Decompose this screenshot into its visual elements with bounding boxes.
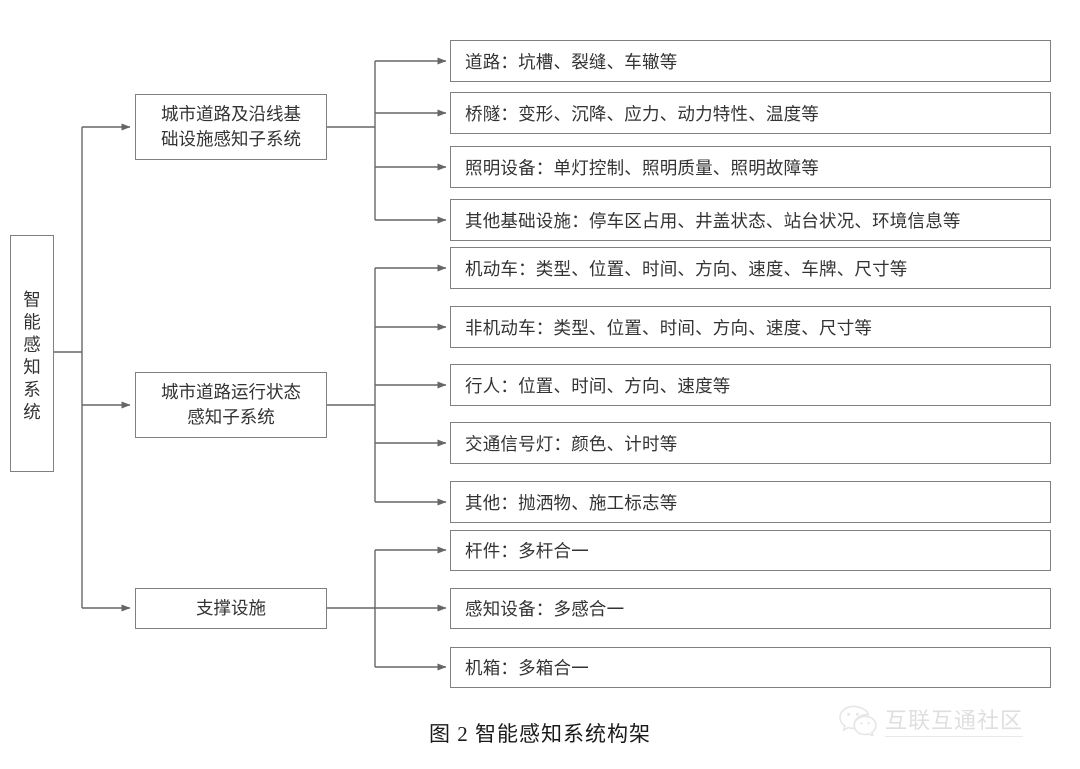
branch-node-support-label: 支撑设施 <box>196 597 266 618</box>
branch-node-infrastructure[interactable]: 城市道路及沿线基 础设施感知子系统 <box>135 94 327 160</box>
branch-node-support[interactable]: 支撑设施 <box>135 588 327 629</box>
root-node-intelligent-sensing-system[interactable]: 智能感知系统 <box>10 235 54 472</box>
leaf-node-pedestrian-label: 行人：位置、时间、方向、速度等 <box>465 375 731 396</box>
leaf-node-lighting-label: 照明设备：单灯控制、照明质量、照明故障等 <box>465 157 819 178</box>
leaf-node-bridge-tunnel-label: 桥隧：变形、沉降、应力、动力特性、温度等 <box>465 103 819 124</box>
leaf-node-non-motor-vehicle[interactable]: 非机动车：类型、位置、时间、方向、速度、尺寸等 <box>450 306 1051 348</box>
root-node-label: 智能感知系统 <box>21 290 42 425</box>
branch-node-operation[interactable]: 城市道路运行状态 感知子系统 <box>135 372 327 438</box>
leaf-node-road-label: 道路：坑槽、裂缝、车辙等 <box>465 51 678 72</box>
leaf-node-lighting[interactable]: 照明设备：单灯控制、照明质量、照明故障等 <box>450 146 1051 188</box>
leaf-node-cabinet-label: 机箱：多箱合一 <box>465 658 589 678</box>
leaf-node-other-objects[interactable]: 其他：抛洒物、施工标志等 <box>450 481 1051 523</box>
leaf-node-traffic-light-label: 交通信号灯：颜色、计时等 <box>465 433 678 454</box>
leaf-node-road[interactable]: 道路：坑槽、裂缝、车辙等 <box>450 40 1051 82</box>
figure-caption: 图 2 智能感知系统构架 <box>429 722 651 746</box>
leaf-node-bridge-tunnel[interactable]: 桥隧：变形、沉降、应力、动力特性、温度等 <box>450 92 1051 134</box>
leaf-node-sensing-device[interactable]: 感知设备：多感合一 <box>450 588 1051 629</box>
leaf-node-motor-vehicle[interactable]: 机动车：类型、位置、时间、方向、速度、车牌、尺寸等 <box>450 247 1051 289</box>
leaf-node-sensing-device-label: 感知设备：多感合一 <box>465 599 625 619</box>
leaf-node-pole[interactable]: 杆件：多杆合一 <box>450 530 1051 571</box>
leaf-node-traffic-light[interactable]: 交通信号灯：颜色、计时等 <box>450 422 1051 464</box>
leaf-node-non-motor-vehicle-label: 非机动车：类型、位置、时间、方向、速度、尺寸等 <box>465 317 873 338</box>
branch-node-operation-label: 城市道路运行状态 感知子系统 <box>161 381 301 427</box>
leaf-node-other-infrastructure[interactable]: 其他基础设施：停车区占用、井盖状态、站台状况、环境信息等 <box>450 199 1051 241</box>
leaf-node-other-objects-label: 其他：抛洒物、施工标志等 <box>465 492 678 513</box>
leaf-node-other-infrastructure-label: 其他基础设施：停车区占用、井盖状态、站台状况、环境信息等 <box>465 210 961 231</box>
leaf-node-pedestrian[interactable]: 行人：位置、时间、方向、速度等 <box>450 364 1051 406</box>
leaf-node-pole-label: 杆件：多杆合一 <box>465 541 589 561</box>
leaf-node-motor-vehicle-label: 机动车：类型、位置、时间、方向、速度、车牌、尺寸等 <box>465 258 908 279</box>
leaf-node-cabinet[interactable]: 机箱：多箱合一 <box>450 647 1051 688</box>
branch-node-infrastructure-label: 城市道路及沿线基 础设施感知子系统 <box>161 103 301 149</box>
